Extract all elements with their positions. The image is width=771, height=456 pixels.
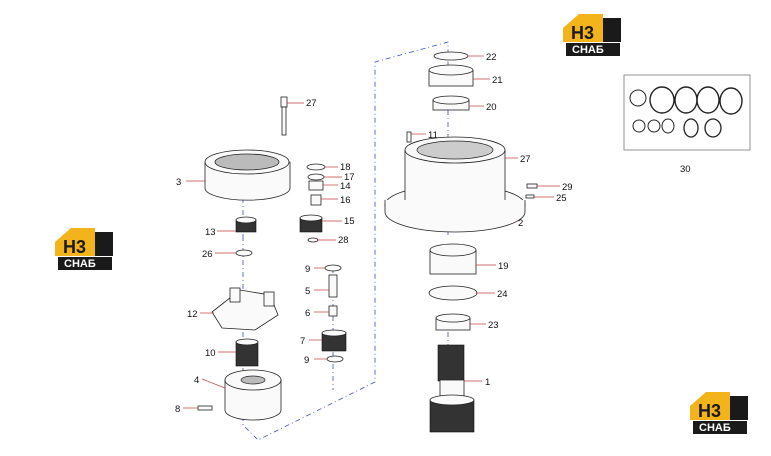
assembly-axis-line-2: [242, 110, 449, 390]
pinion-shaft-1: [429, 344, 475, 433]
bushing-14: [308, 180, 324, 191]
pin-5: [328, 274, 338, 298]
carrier-4: [224, 369, 282, 421]
callout-9-lower: 9: [304, 355, 309, 366]
callout-19: 19: [498, 261, 509, 272]
callout-20: 20: [486, 102, 497, 113]
washer-26: [235, 249, 253, 257]
ring-gear-3: [204, 149, 291, 201]
svg-text:H3: H3: [698, 401, 721, 421]
pin-16: [310, 194, 322, 206]
ring-22: [433, 51, 469, 61]
callout-29: 29: [562, 182, 573, 193]
svg-text:H3: H3: [571, 23, 594, 43]
callout-24: 24: [497, 289, 508, 300]
callout-23: 23: [488, 320, 499, 331]
seal-kit-box-30: [623, 74, 751, 151]
callout-5: 5: [305, 286, 310, 297]
ring-17: [307, 173, 325, 181]
assembly-axis-line: [242, 41, 449, 441]
callout-17: 17: [344, 172, 355, 183]
callout-26: 26: [202, 249, 213, 260]
plug-25: [525, 194, 535, 199]
gear-7: [321, 329, 347, 352]
logo-h3-snab-bottom-right: H3 СНАБ: [690, 392, 748, 434]
ring-18: [306, 163, 326, 171]
bearing-21: [428, 64, 474, 87]
bearing-19: [429, 243, 477, 275]
callout-25: 25: [556, 193, 567, 204]
svg-text:СНАБ: СНАБ: [64, 258, 96, 270]
plug-29: [526, 183, 538, 189]
callout-11: 11: [428, 130, 438, 141]
bolt-27: [280, 96, 288, 136]
callout-18: 18: [340, 162, 351, 173]
callout-21: 21: [492, 75, 503, 86]
gear-13: [235, 216, 257, 233]
callout-labels: 27 3 13 26 18 17 14 16 15 28 9 5 6 12 7 …: [175, 52, 691, 415]
seal-20: [432, 95, 470, 111]
callout-13: 13: [205, 227, 216, 238]
svg-text:СНАБ: СНАБ: [572, 44, 604, 56]
callout-14: 14: [340, 181, 351, 192]
callout-22: 22: [486, 52, 497, 63]
pin-6: [328, 305, 338, 317]
pin-8: [197, 405, 213, 411]
carrier-12: [211, 287, 279, 331]
washer-9-upper: [324, 264, 342, 272]
callout-9-upper: 9: [305, 264, 310, 275]
washer-24: [428, 285, 478, 301]
gear-15: [299, 214, 323, 233]
callout-15: 15: [344, 216, 355, 227]
callout-8: 8: [175, 404, 180, 415]
washer-9-lower: [326, 355, 344, 363]
callout-27a: 27: [306, 98, 317, 109]
callout-6: 6: [305, 308, 310, 319]
gear-10: [235, 338, 259, 367]
logo-h3-snab-left: H3 СНАБ: [55, 228, 113, 270]
bearing-23: [435, 313, 471, 331]
callout-16: 16: [340, 195, 351, 206]
ring-28: [307, 237, 319, 243]
callout-27b: 27: [520, 154, 531, 165]
svg-text:СНАБ: СНАБ: [699, 422, 731, 434]
callout-3: 3: [176, 177, 181, 188]
callout-10: 10: [205, 348, 216, 359]
callout-30: 30: [680, 164, 691, 175]
callout-12: 12: [187, 309, 198, 320]
housing-2: [384, 136, 526, 233]
callout-4: 4: [194, 375, 199, 386]
svg-text:H3: H3: [63, 237, 86, 257]
callout-1: 1: [485, 377, 490, 388]
logo-h3-snab-top-right: H3 СНАБ: [563, 14, 621, 56]
callout-2: 2: [518, 218, 523, 229]
pin-11: [406, 131, 412, 143]
callout-28: 28: [338, 235, 349, 246]
callout-7: 7: [300, 336, 305, 347]
leader-lines: [183, 55, 560, 409]
